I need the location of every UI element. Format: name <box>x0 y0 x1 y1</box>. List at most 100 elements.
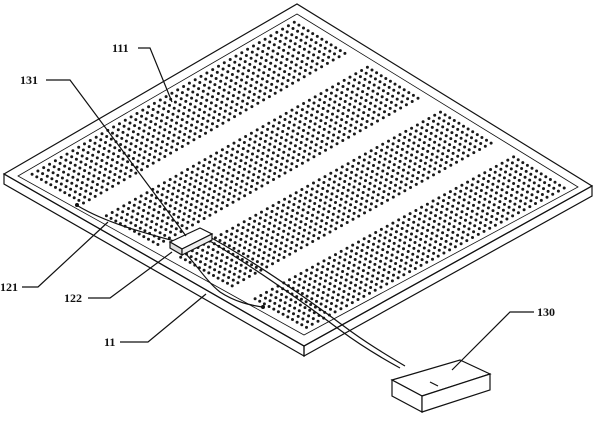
perforation-dot <box>251 152 254 156</box>
perforation-dot <box>208 213 212 217</box>
perforation-dot <box>399 180 403 184</box>
perforation-dot <box>443 245 447 249</box>
perforation-dot <box>360 274 364 278</box>
perforation-dot <box>275 212 279 216</box>
perforation-dot <box>273 301 277 305</box>
perforation-dot <box>202 268 206 272</box>
perforation-dot <box>150 193 154 197</box>
perforation-dot <box>71 175 75 179</box>
perforation-dot <box>365 277 369 281</box>
perforation-dot <box>318 98 322 102</box>
perforation-dot <box>399 106 403 110</box>
perforation-dot <box>356 114 360 118</box>
perforation-dot <box>350 301 354 305</box>
perforation-dot <box>212 163 216 167</box>
perforation-dot <box>477 200 481 204</box>
perforation-dot <box>289 220 293 224</box>
perforation-dot <box>508 199 512 203</box>
perforation-dot <box>322 233 326 237</box>
perforation-dot <box>307 205 311 209</box>
perforation-dot <box>388 239 392 243</box>
perforation-dot <box>151 134 155 138</box>
perforation-dot <box>111 184 115 188</box>
perforation-dot <box>203 184 207 188</box>
perforation-dot <box>250 231 254 235</box>
perforation-dot <box>210 253 214 257</box>
perforation-dot <box>336 82 340 86</box>
perforation-dot <box>77 172 81 176</box>
perforation-dot <box>348 102 352 106</box>
perforation-dot <box>168 130 171 134</box>
perforation-dot <box>343 126 347 130</box>
perforation-dot <box>126 133 130 137</box>
perforation-dot <box>271 124 275 128</box>
perforation-dot <box>429 131 433 135</box>
perforation-dot <box>100 132 104 136</box>
perforation-dot <box>215 151 219 155</box>
perforation-dot <box>341 270 345 273</box>
perforation-dot <box>300 188 304 191</box>
perforation-dot <box>420 205 424 209</box>
perforation-dot <box>548 178 552 181</box>
perforation-dot <box>454 186 458 190</box>
perforation-dot <box>462 124 465 128</box>
perforation-dot <box>232 66 236 70</box>
perforation-dot <box>346 188 350 192</box>
perforation-dot <box>268 299 272 303</box>
perforation-dot <box>277 253 281 257</box>
perforation-dot <box>156 216 160 220</box>
label-121: 121 <box>0 280 18 294</box>
perforation-dot <box>303 196 307 200</box>
perforation-dot <box>222 195 226 199</box>
perforation-dot <box>260 56 263 60</box>
perforation-dot <box>370 170 374 173</box>
perforation-dot <box>193 78 197 82</box>
perforation-dot <box>270 236 274 240</box>
perforation-dot <box>543 181 547 185</box>
perforation-dot <box>455 239 458 243</box>
perforation-dot <box>369 286 373 289</box>
perforation-dot <box>232 168 236 172</box>
perforation-dot <box>298 120 302 124</box>
perforation-dot <box>182 112 185 116</box>
perforation-dot <box>289 168 293 172</box>
perforation-dot <box>128 121 132 125</box>
perforation-dot <box>355 246 359 250</box>
perforation-dot <box>321 291 325 294</box>
perforation-dot <box>362 158 366 162</box>
perforation-dot <box>351 164 355 168</box>
perforation-dot <box>170 145 174 149</box>
perforation-dot <box>348 209 351 213</box>
perforation-dot <box>460 130 464 134</box>
perforation-dot <box>93 141 97 145</box>
perforation-dot <box>375 71 379 75</box>
perforation-dot <box>406 223 410 227</box>
perforation-dot <box>196 193 200 197</box>
perforation-dot <box>327 210 331 214</box>
perforation-dot <box>235 229 239 233</box>
perforation-dot <box>82 201 85 205</box>
perforation-dot <box>353 206 357 209</box>
perforation-dot <box>466 207 470 211</box>
perforation-dot <box>50 177 54 181</box>
perforation-dot <box>298 45 302 48</box>
perforation-dot <box>206 119 210 123</box>
perforation-dot <box>275 30 279 34</box>
perforation-dot <box>35 175 39 179</box>
perforation-dot <box>349 203 353 207</box>
perforation-dot <box>265 80 269 84</box>
perforation-dot <box>332 133 336 137</box>
perforation-dot <box>518 205 521 209</box>
perforation-dot <box>257 222 261 226</box>
perforation-dot <box>180 91 184 95</box>
perforation-dot <box>282 203 285 207</box>
perforation-dot <box>257 68 261 72</box>
perforation-dot <box>224 235 228 239</box>
perforation-dot <box>299 66 303 70</box>
perforation-dot <box>410 258 414 262</box>
perforation-dot <box>512 208 516 212</box>
perforation-dot <box>299 141 303 144</box>
perforation-dot <box>380 175 384 179</box>
perforation-dot <box>264 86 268 90</box>
perforation-dot <box>328 49 332 53</box>
